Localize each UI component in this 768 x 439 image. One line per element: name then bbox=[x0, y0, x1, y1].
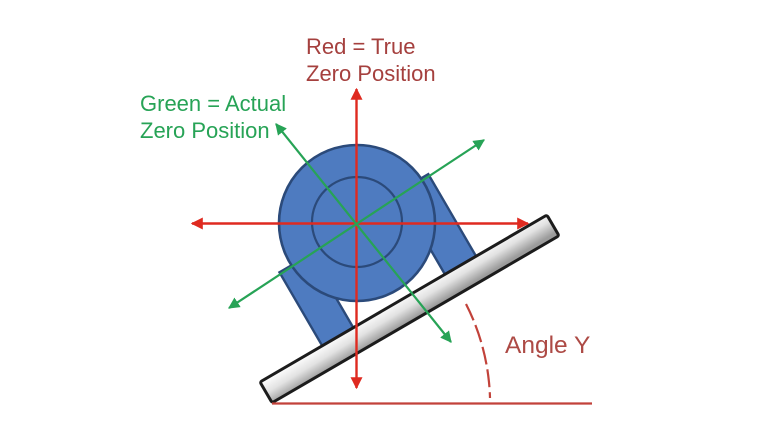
green-axis-arrow-nw-se bbox=[275, 123, 452, 343]
green-legend-line2: Zero Position bbox=[140, 118, 270, 143]
green-legend-line1: Green = Actual bbox=[140, 91, 286, 116]
red-legend-line2: Zero Position bbox=[306, 61, 436, 86]
angle-arc bbox=[465, 303, 492, 399]
angle-y-label: Angle Y bbox=[505, 332, 590, 359]
green-actual-zero-axes bbox=[228, 123, 485, 343]
motor-assembly bbox=[259, 143, 560, 404]
red-legend-line1: Red = True bbox=[306, 34, 415, 59]
